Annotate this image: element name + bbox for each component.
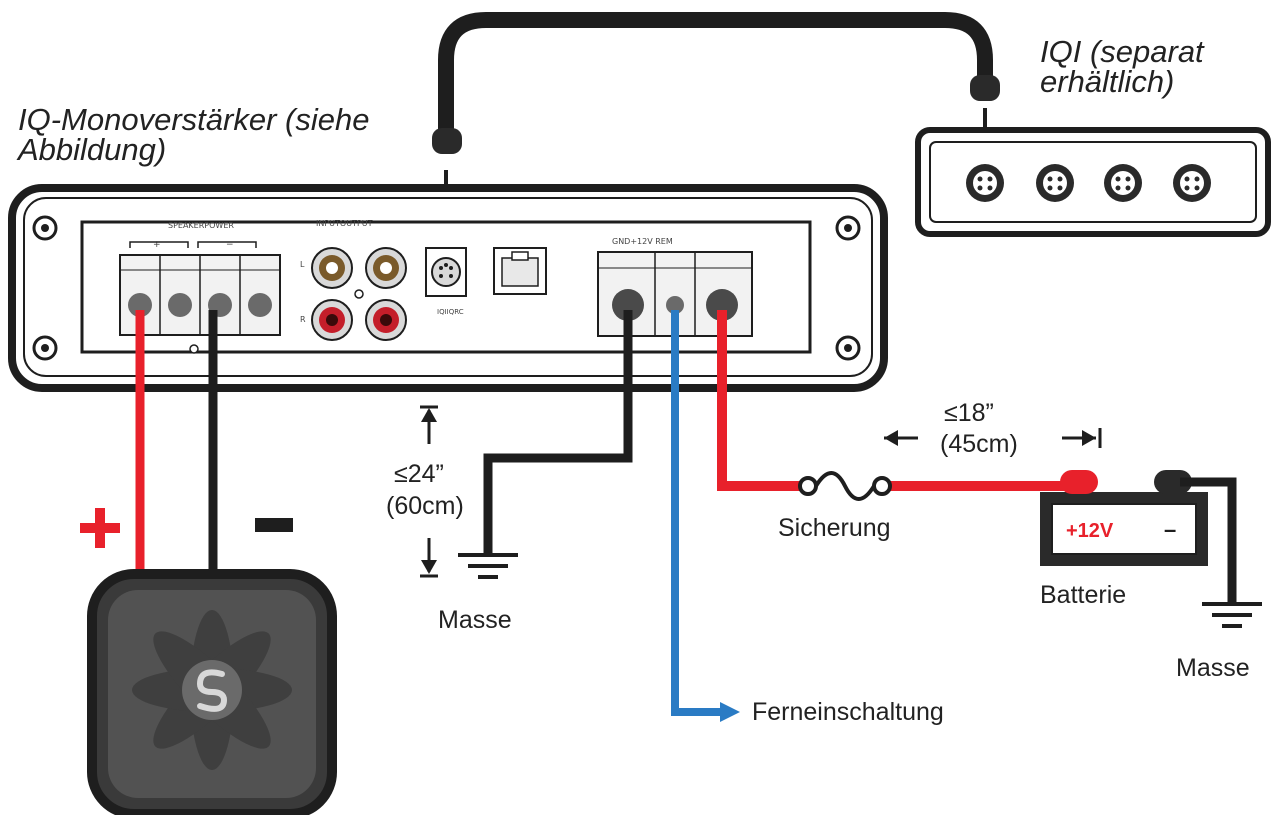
iqi-title-line2: erhältlich) — [1040, 64, 1174, 99]
speaker-terminal-2[interactable] — [168, 293, 192, 317]
input-output-label: INPUTOUTPUT — [316, 219, 373, 228]
rca-output-right[interactable] — [365, 299, 407, 341]
plus12v-terminal[interactable] — [706, 289, 738, 321]
amp-title-line2: Abbildung) — [16, 132, 166, 167]
fuse-icon — [798, 471, 892, 501]
rca-input-right[interactable] — [311, 299, 353, 341]
subwoofer-icon — [87, 569, 337, 815]
screw-icon — [835, 215, 861, 241]
amp-iqi-port[interactable] — [425, 247, 467, 297]
ground-distance-line2: (60cm) — [386, 492, 464, 520]
channel-r-label: R — [300, 315, 306, 324]
remote-wire — [671, 310, 722, 716]
fuse-label: Sicherung — [778, 514, 891, 542]
power-positive-wire — [717, 310, 805, 491]
speaker-power-label: SPEAKERPOWER — [168, 221, 234, 230]
ground-label-right: Masse — [1176, 654, 1250, 682]
gnd-terminal[interactable] — [612, 289, 644, 321]
rem-terminal[interactable] — [666, 296, 684, 314]
ground-distance-line1: ≤24” — [394, 460, 444, 488]
amplifier: SPEAKERPOWER INPUTOUTPUT GND+12V REM IQI… — [8, 184, 888, 392]
iqi-port-4[interactable] — [1173, 164, 1211, 202]
minus-sign-icon — [255, 518, 293, 532]
iqi-cable-plug-right — [970, 75, 1000, 101]
battery-ground-wire — [1180, 477, 1237, 604]
speaker-terminal-block — [119, 241, 281, 354]
speaker-plus-sign: + — [153, 240, 161, 250]
power-terminal-label: GND+12V REM — [612, 237, 673, 246]
amp-ground-wire — [483, 310, 633, 555]
amp-rc-port[interactable] — [493, 247, 547, 295]
iqi-port-label: IQIIQRC — [437, 308, 464, 316]
ground-distance-dimension — [420, 405, 438, 578]
screw-icon — [835, 335, 861, 361]
iqi-port-3[interactable] — [1104, 164, 1142, 202]
screw-icon — [32, 215, 58, 241]
ground-label-left: Masse — [438, 606, 512, 634]
battery-label: Batterie — [1040, 581, 1126, 609]
battery-minus-label: – — [1164, 517, 1176, 542]
rca-output-left[interactable] — [365, 247, 407, 289]
iqi-title-line1: IQI (separat — [1040, 34, 1205, 69]
amp-title-line1: IQ-Monoverstärker (siehe — [18, 102, 369, 137]
iqi-cable — [438, 12, 993, 143]
iqi-module — [915, 127, 1271, 237]
battery-icon — [1040, 470, 1208, 566]
speaker-minus-sign: − — [226, 240, 234, 250]
iqi-cable-plug-left — [432, 128, 462, 154]
speaker-terminal-4[interactable] — [248, 293, 272, 317]
rca-input-left[interactable] — [311, 247, 353, 289]
ground-symbol-right-icon — [1202, 602, 1262, 628]
remote-arrow-head — [720, 702, 740, 722]
plus-sign-icon — [80, 508, 120, 548]
iqi-port-1[interactable] — [966, 164, 1004, 202]
iqi-port-2[interactable] — [1036, 164, 1074, 202]
speaker-terminal-1[interactable] — [128, 293, 152, 317]
fuse-distance-dimension — [884, 428, 1102, 448]
fuse-distance-line1: ≤18” — [944, 399, 994, 427]
channel-l-label: L — [300, 260, 305, 269]
screw-icon — [32, 335, 58, 361]
fuse-distance-line2: (45cm) — [940, 430, 1018, 458]
remote-label: Ferneinschaltung — [752, 698, 944, 726]
battery-plus-label: +12V — [1066, 520, 1114, 542]
ground-symbol-left-icon — [458, 553, 518, 579]
